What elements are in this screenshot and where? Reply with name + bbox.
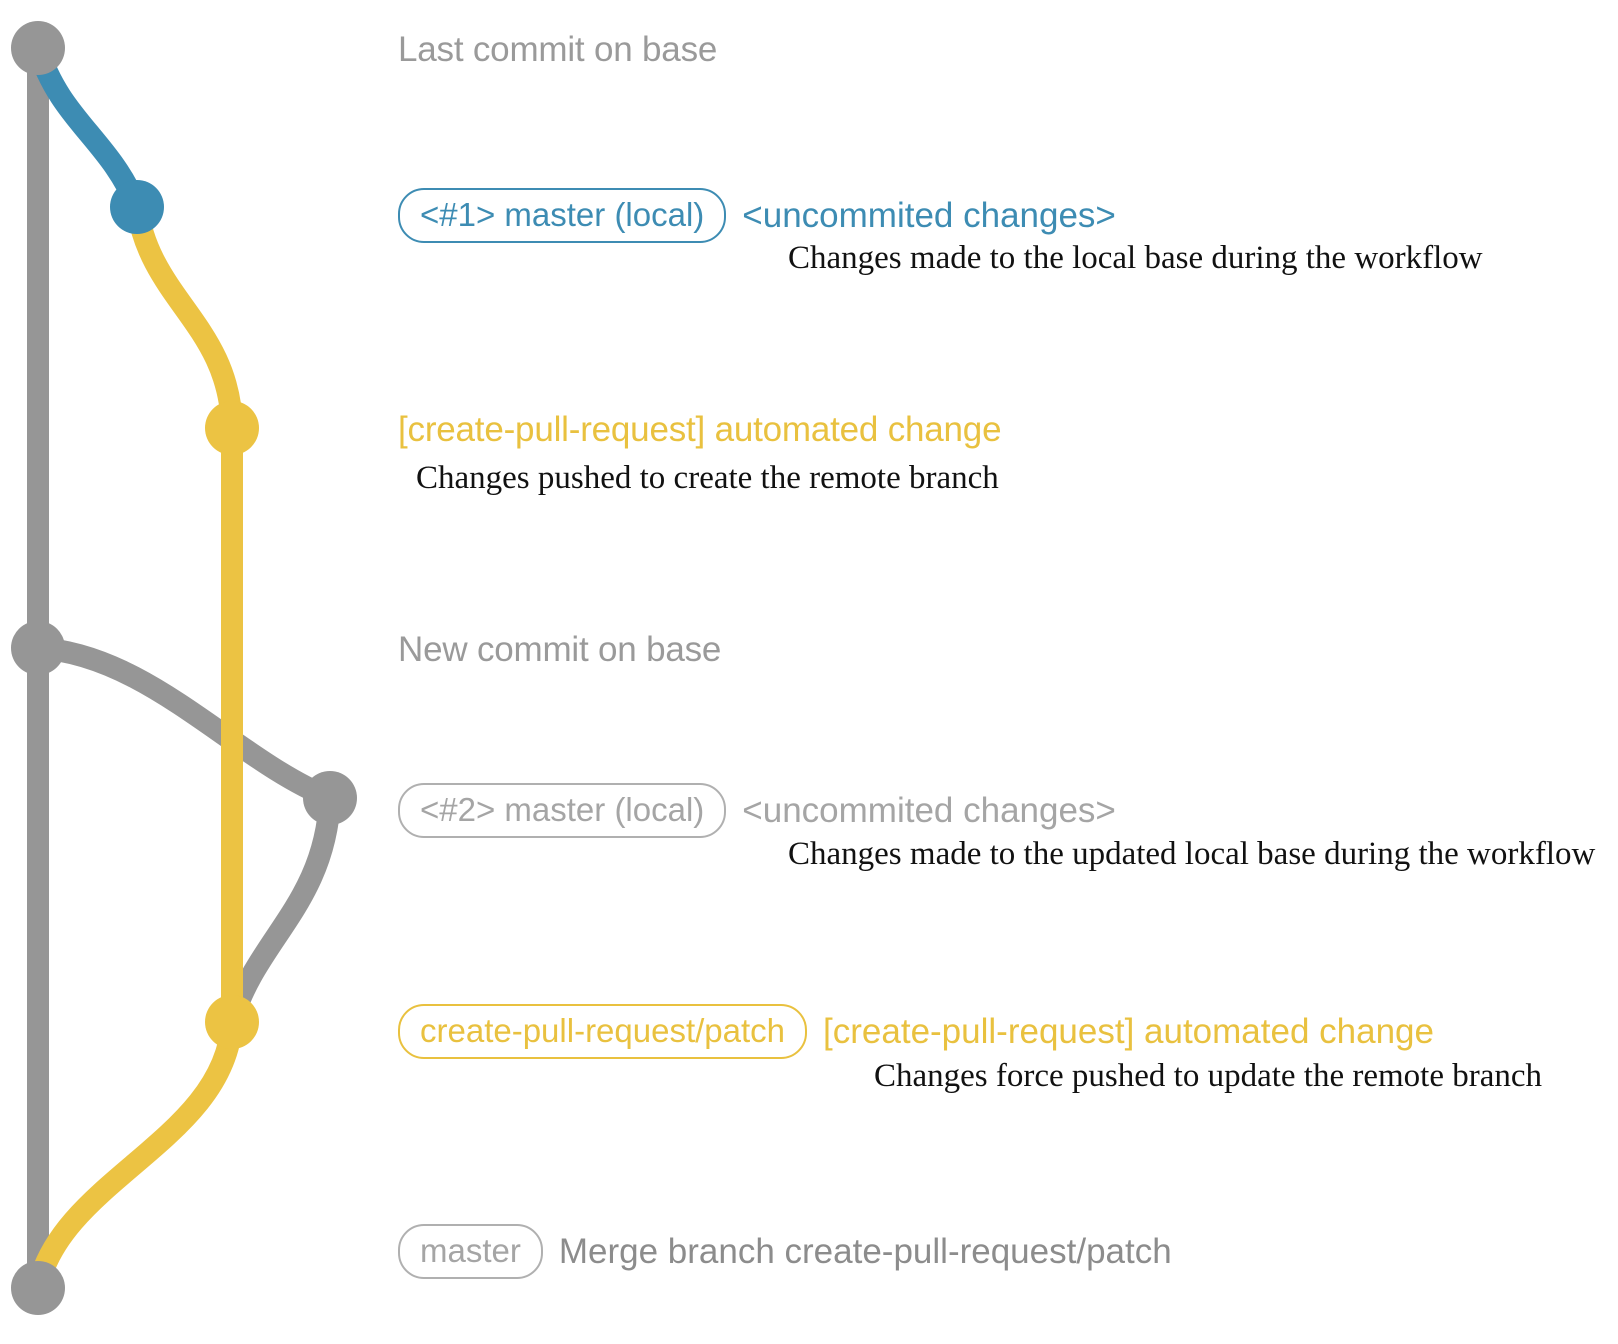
- commit-node-merge-commit[interactable]: [11, 1261, 65, 1315]
- commit-node-new-commit-on-base[interactable]: [11, 621, 65, 675]
- commit-node-master-local-1[interactable]: [110, 180, 164, 234]
- commit-node-last-commit-on-base[interactable]: [11, 21, 65, 75]
- description-automated-change-2: Changes force pushed to update the remot…: [874, 1058, 1543, 1094]
- row-last-commit-on-base: Last commit on base: [398, 32, 717, 67]
- row-new-commit-on-base: New commit on base: [398, 632, 721, 667]
- description-master-local-2: Changes made to the updated local base d…: [788, 836, 1596, 872]
- commit-subject-last-commit-on-base: Last commit on base: [398, 30, 718, 69]
- commit-node-master-local-2[interactable]: [303, 771, 357, 825]
- base-detour-line: [27, 637, 341, 809]
- branch-ref-master[interactable]: master: [398, 1224, 543, 1279]
- commit-node-automated-change-1[interactable]: [205, 401, 259, 455]
- commit-subject-automated-change-1: [create-pull-request] automated change: [398, 410, 1002, 449]
- commit-node-automated-change-2[interactable]: [205, 995, 259, 1049]
- description-automated-change-1: Changes pushed to create the remote bran…: [416, 460, 999, 496]
- branch-ref-master-local-2[interactable]: <#2> master (local): [398, 783, 727, 838]
- description-master-local-1: Changes made to the local base during th…: [788, 240, 1483, 276]
- row-master-local-2: <#2> master (local) <uncommited changes>: [398, 783, 1116, 838]
- branch-ref-master-local-1[interactable]: <#1> master (local): [398, 188, 727, 243]
- row-merge-commit: master Merge branch create-pull-request/…: [398, 1224, 1172, 1279]
- row-master-local-1: <#1> master (local) <uncommited changes>: [398, 188, 1116, 243]
- commit-subject-automated-change-2: [create-pull-request] automated change: [823, 1012, 1434, 1051]
- commit-subject-master-local-1: <uncommited changes>: [742, 196, 1116, 235]
- commit-subject-merge-commit: Merge branch create-pull-request/patch: [558, 1232, 1172, 1271]
- local1-to-patch-line: [126, 196, 243, 439]
- commit-subject-master-local-2: <uncommited changes>: [742, 791, 1116, 830]
- row-automated-change-1: [create-pull-request] automated change: [398, 410, 1002, 449]
- row-automated-change-2: create-pull-request/patch [create-pull-r…: [398, 1004, 1434, 1059]
- patch-to-merge-line: [27, 1011, 243, 1299]
- branch-ref-create-pull-request-patch[interactable]: create-pull-request/patch: [398, 1004, 808, 1059]
- commit-subject-new-commit-on-base: New commit on base: [398, 630, 722, 669]
